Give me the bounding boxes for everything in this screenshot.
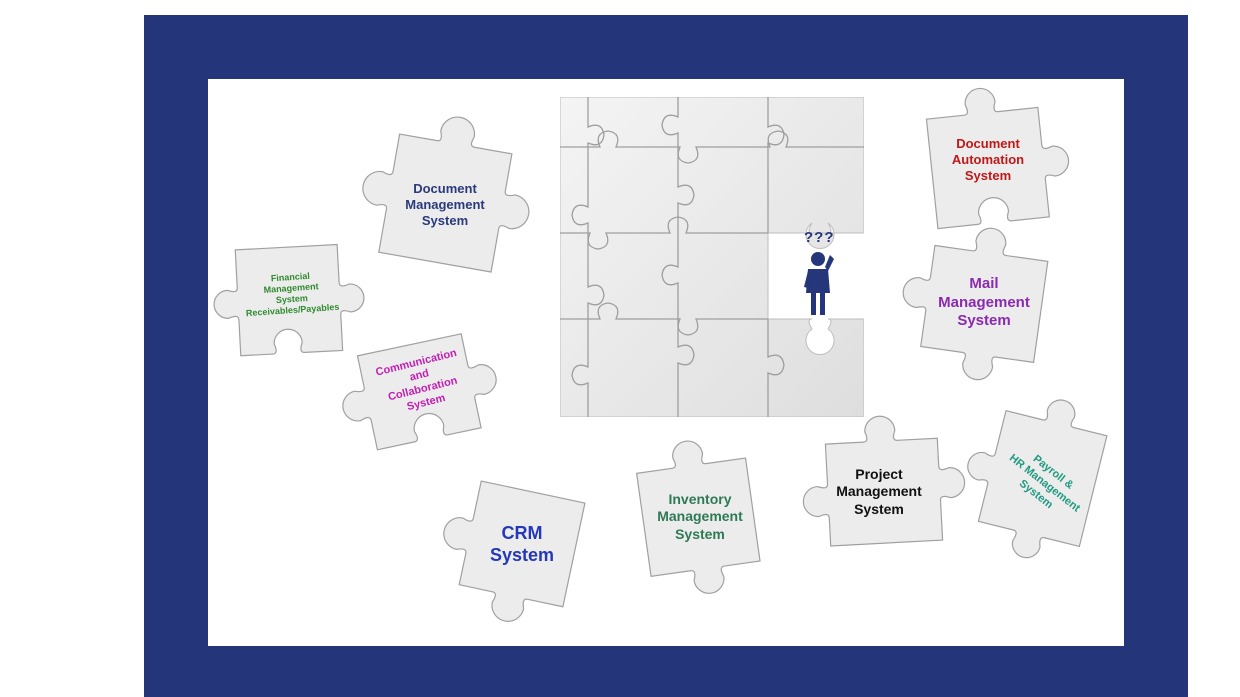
piece-label: Project Management System <box>800 419 972 565</box>
puzzle-piece-payroll: Payroll & HR Management System <box>970 397 1110 565</box>
piece-label: Mail Management System <box>900 235 1068 391</box>
confused-person-icon: ??? <box>794 229 842 319</box>
slide-canvas: ??? Document Management System <box>208 79 1124 646</box>
piece-label: Inventory Management System <box>618 441 782 603</box>
puzzle-piece-document-automation: Document Automation System <box>908 93 1068 245</box>
piece-label: CRM System <box>438 465 606 633</box>
puzzle-piece-project: Project Management System <box>800 419 972 565</box>
puzzle-piece-mail: Mail Management System <box>900 235 1068 391</box>
puzzle-piece-inventory: Inventory Management System <box>618 441 782 603</box>
puzzle-piece-document-management: Document Management System <box>356 117 534 293</box>
puzzle-piece-communication: Communication and Collaboration System <box>342 323 504 457</box>
person-figure-icon <box>794 229 842 319</box>
puzzle-board: ??? <box>560 97 864 417</box>
puzzle-piece-crm: CRM System <box>438 465 606 633</box>
piece-label: Document Management System <box>356 117 534 293</box>
piece-label: Document Automation System <box>908 93 1068 245</box>
